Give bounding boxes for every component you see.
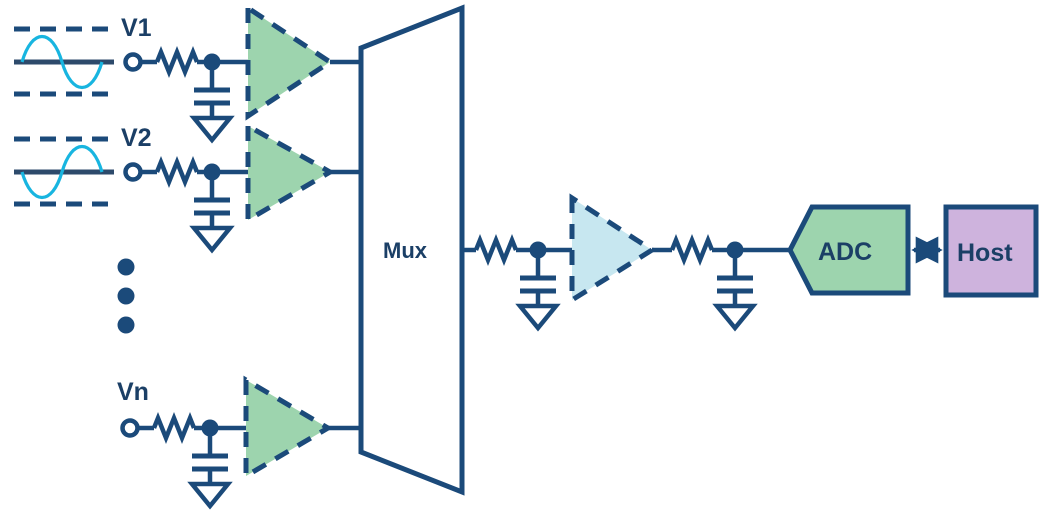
channel-label-v1: V1 [121,14,152,42]
resistor-icon [154,155,200,189]
channel-vn: Vn [117,375,362,510]
resistor-icon [154,45,200,79]
mux-block[interactable]: Mux [358,4,465,496]
input-terminal-icon[interactable] [123,52,143,72]
input-terminal-icon[interactable] [123,162,143,182]
sine-wave-icon [20,34,104,90]
ellipsis-dot [117,316,135,334]
adc-label: ADC [818,238,872,266]
host-rectangle[interactable] [943,204,1039,298]
channel-label-vn: Vn [117,378,149,406]
ground-icon [189,115,235,144]
output-stage [462,193,790,332]
ellipsis-dot [117,258,135,276]
resistor-icon [669,233,715,267]
vertical-ellipsis [117,258,135,334]
ground-icon [187,481,233,510]
host-label: Host [957,239,1013,267]
resistor-icon [473,233,519,267]
resistor-icon [151,411,197,445]
waveform-v1 [14,26,114,97]
adc-block[interactable]: ADC [787,204,911,296]
adc-pentagon[interactable] [787,204,911,296]
waveform-v2 [14,136,114,207]
amplifier-triangle-icon[interactable] [245,121,336,225]
amplifier-triangle-icon[interactable] [243,375,333,481]
ground-icon [515,303,561,332]
ellipsis-dot [117,287,135,305]
channel-label-v2: V2 [121,124,152,152]
ground-icon [712,303,758,332]
channel-v2: V2 [14,121,361,254]
mux-label: Mux [383,238,428,263]
amplifier-triangle-icon[interactable] [245,3,335,121]
mux-trapezoid[interactable] [358,4,465,496]
buffer-amplifier-triangle-icon[interactable] [569,193,657,305]
channel-v1: V1 [14,3,361,144]
host-block[interactable]: Host [943,204,1039,298]
ground-icon [189,225,235,254]
sine-wave-icon [20,144,104,200]
input-terminal-icon[interactable] [120,418,140,438]
